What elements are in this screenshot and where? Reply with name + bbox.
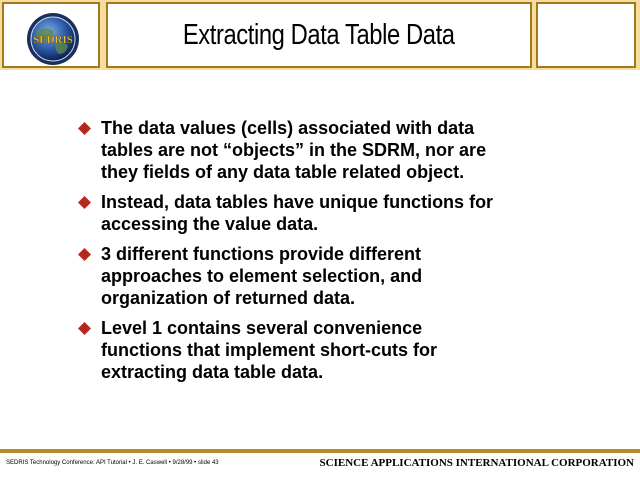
right-header-frame bbox=[536, 2, 636, 68]
bullet-line: organization of returned data. bbox=[101, 288, 356, 308]
title-frame: Extracting Data Table Data bbox=[106, 2, 532, 68]
logo-frame: SEDRIS bbox=[2, 2, 100, 68]
bullet-line: tables are not “objects” in the SDRM, no… bbox=[101, 140, 487, 160]
footer-company: SCIENCE APPLICATIONS INTERNATIONAL CORPO… bbox=[319, 457, 634, 469]
bullet-line: Level 1 contains several convenience bbox=[101, 318, 423, 338]
globe-logo-icon: SEDRIS bbox=[27, 13, 79, 65]
bullet-line: functions that implement short-cuts for bbox=[101, 340, 438, 360]
bullet-list: The data values (cells) associated with … bbox=[78, 117, 598, 391]
diamond-bullet-icon bbox=[78, 248, 91, 261]
bullet-line: The data values (cells) associated with … bbox=[101, 118, 475, 138]
logo-text: SEDRIS bbox=[33, 34, 73, 46]
diamond-bullet-icon bbox=[78, 122, 91, 135]
bullet-line: extracting data table data. bbox=[101, 362, 324, 382]
footer-credits: SEDRIS Technology Conference: API Tutori… bbox=[6, 460, 219, 466]
list-item: Instead, data tables have unique functio… bbox=[78, 191, 598, 235]
footer-divider bbox=[0, 449, 640, 453]
diamond-bullet-icon bbox=[78, 322, 91, 335]
bullet-line: approaches to element selection, and bbox=[101, 266, 423, 286]
page-title: Extracting Data Table Data bbox=[183, 18, 455, 51]
bullet-line: they fields of any data table related ob… bbox=[101, 162, 465, 182]
bullet-line: 3 different functions provide different bbox=[101, 244, 422, 264]
diamond-bullet-icon bbox=[78, 196, 91, 209]
bullet-line: accessing the value data. bbox=[101, 214, 319, 234]
list-item: The data values (cells) associated with … bbox=[78, 117, 598, 183]
bullet-line: Instead, data tables have unique functio… bbox=[101, 192, 494, 212]
